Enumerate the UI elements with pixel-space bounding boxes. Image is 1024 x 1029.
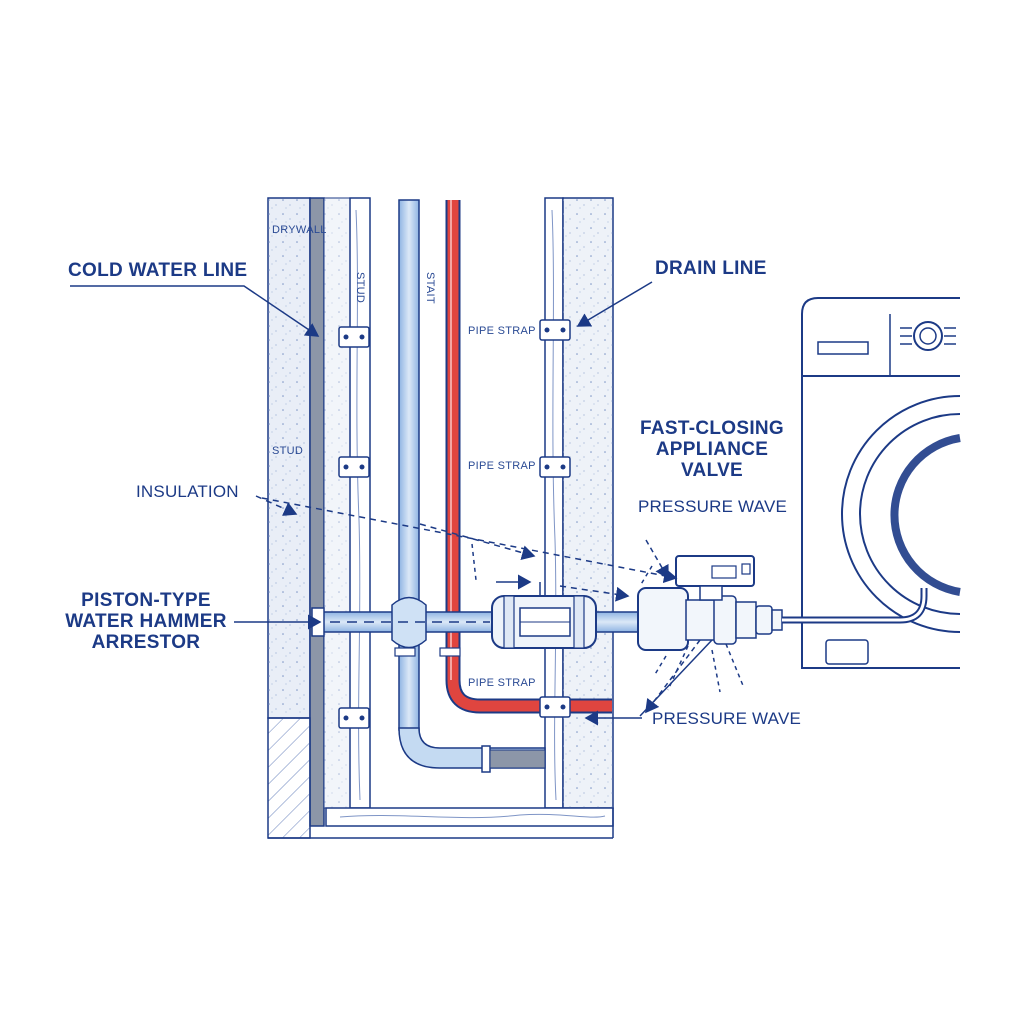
pressure-wave-bottom-label: PRESSURE WAVE xyxy=(652,709,802,728)
strap-icon xyxy=(539,456,571,478)
service-panel xyxy=(825,639,869,665)
floor-base-left xyxy=(267,717,311,839)
valve-label: FAST-CLOSING APPLIANCE VALVE xyxy=(612,418,812,481)
leader-lines xyxy=(70,281,745,726)
stud-vertical-label-2: STAIT xyxy=(424,272,436,304)
valve-label-line1: FAST-CLOSING xyxy=(640,418,784,439)
arrestor-label-line1: PISTON-TYPE xyxy=(81,590,211,611)
arrestor-label-line2: WATER HAMMER xyxy=(65,611,227,632)
arrestor-label: PISTON-TYPE WATER HAMMER ARRESTOR xyxy=(56,590,236,653)
stud-label: STUD xyxy=(272,445,304,457)
cold-water-line-label: COLD WATER LINE xyxy=(68,260,248,281)
left-stud-straps xyxy=(338,326,370,729)
strap-icon xyxy=(338,456,370,478)
arrestor-label-line3: ARRESTOR xyxy=(91,632,201,653)
pipe-strap-label-1: PIPE STRAP xyxy=(468,325,536,337)
strap-icon xyxy=(338,326,370,348)
arrestor-body xyxy=(491,582,597,649)
pipe-strap-label-3: PIPE STRAP xyxy=(468,677,536,689)
bottom-plate xyxy=(325,807,614,827)
cold-water-strip xyxy=(309,197,325,827)
valve-label-line2: APPLIANCE xyxy=(655,439,769,460)
hot-drain-pipe xyxy=(445,200,612,714)
wall-assembly xyxy=(267,197,614,839)
insulation-label: INSULATION xyxy=(136,482,239,501)
strap-icon xyxy=(539,696,571,718)
pipe-strap-label-2: PIPE STRAP xyxy=(468,460,536,472)
appliance-valve xyxy=(637,555,783,651)
pressure-wave-top-label: PRESSURE WAVE xyxy=(638,497,788,516)
cold-water-pipe xyxy=(311,199,641,773)
pipe-clips xyxy=(394,647,461,657)
drywall-label: DRYWALL xyxy=(272,224,327,236)
strap-icon xyxy=(539,319,571,341)
stud-vertical-label: STUD xyxy=(354,272,366,304)
strap-icon xyxy=(338,707,370,729)
detergent-drawer xyxy=(817,341,869,355)
washing-machine xyxy=(782,297,961,669)
right-stud-straps xyxy=(539,319,571,718)
valve-label-line3: VALVE xyxy=(680,460,744,481)
drain-line-label: DRAIN LINE xyxy=(655,258,767,279)
